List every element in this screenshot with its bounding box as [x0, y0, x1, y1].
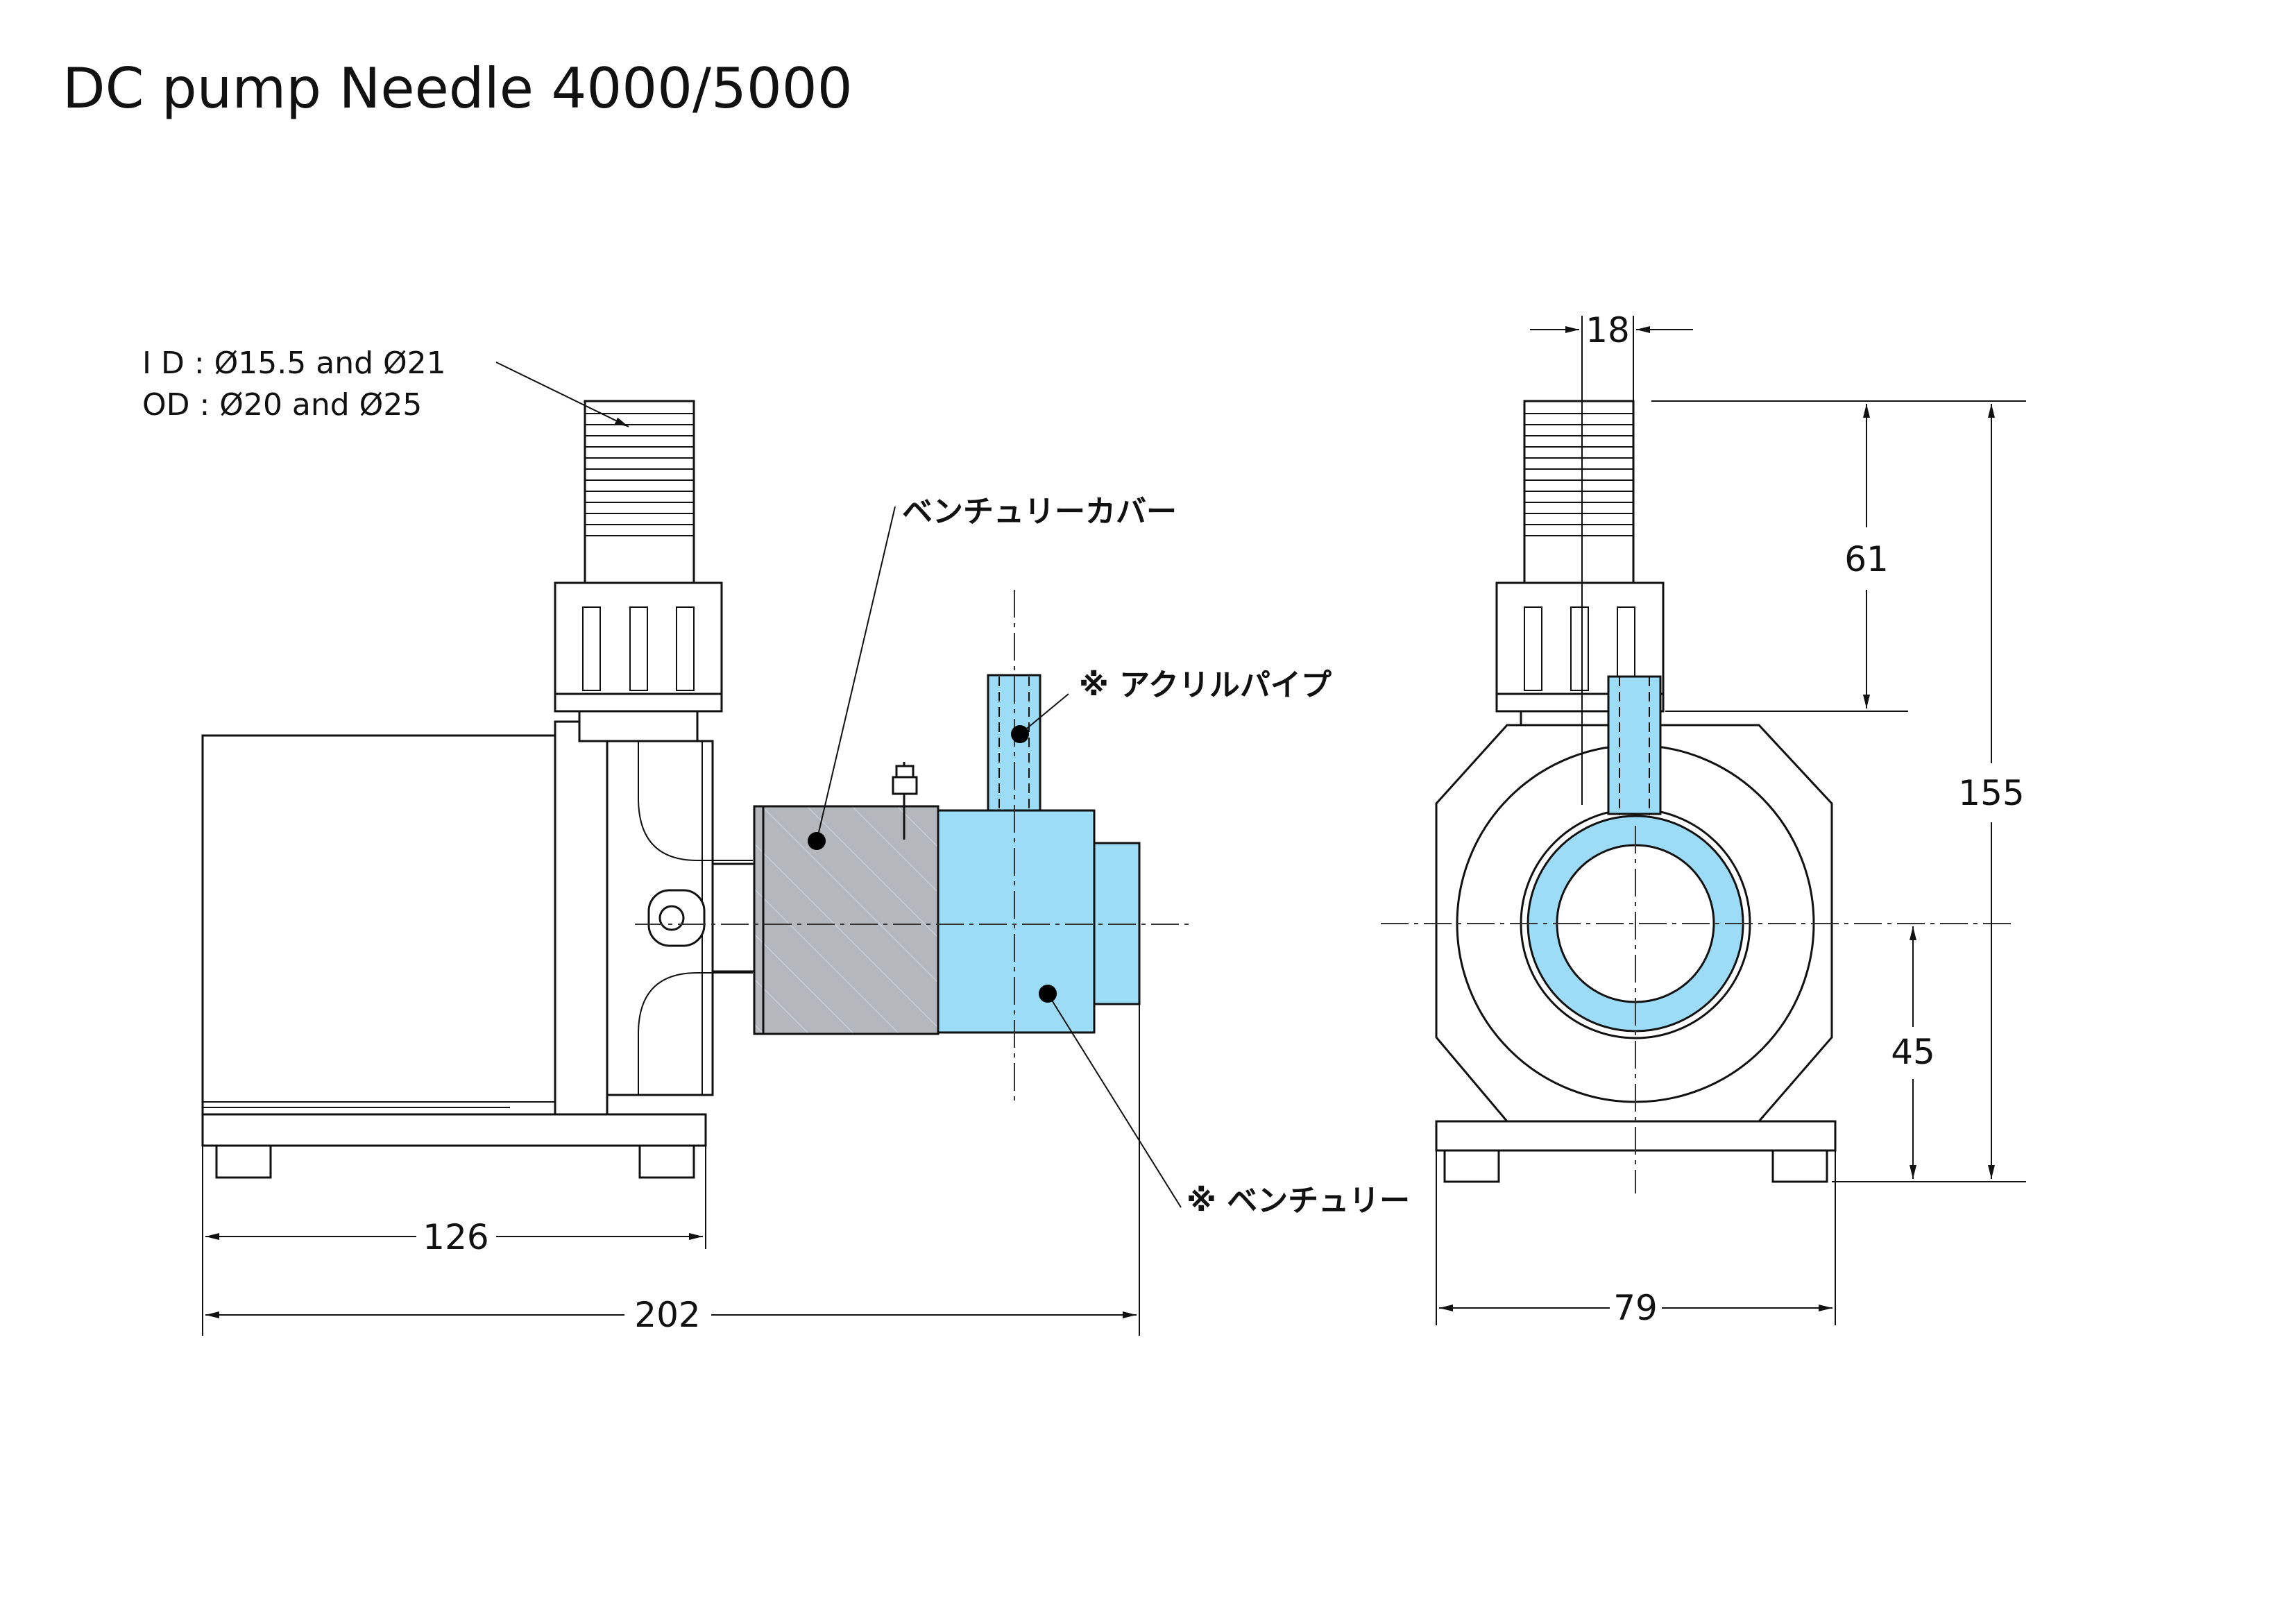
dim-61-label: 61: [1844, 539, 1889, 579]
outlet-collar: [578, 710, 699, 742]
side-foot-left: [215, 1144, 272, 1179]
cover-leader-dot: [808, 832, 826, 850]
front-housing: [1435, 724, 1833, 1123]
inlet-tube: [711, 863, 756, 973]
page-title: DC pump Needle 4000/5000: [62, 56, 853, 121]
label-venturi-cover: ベンチュリーカバー: [902, 494, 1177, 529]
venturi-leader-dot: [1039, 985, 1057, 1003]
venturi-bolt: [892, 762, 918, 840]
venturi-leader: [1047, 993, 1182, 1208]
side-foot-right: [638, 1144, 695, 1179]
front-foot-left: [1443, 1149, 1500, 1183]
front-venturi-ring: [1527, 815, 1744, 1033]
front-view: [1381, 316, 2026, 1325]
front-foot-right: [1771, 1149, 1828, 1183]
label-acrylic-pipe: ※ アクリルパイプ: [1079, 668, 1332, 703]
diameter-note-id: I D : Ø15.5 and Ø21: [142, 346, 446, 381]
pipe-leader-dot: [1011, 725, 1029, 743]
pipe-leader: [1019, 693, 1069, 735]
mount-lug: [647, 889, 706, 947]
side-base-plate: [201, 1113, 707, 1147]
diameter-leader: [495, 362, 629, 427]
front-acrylic-pipe: [1607, 675, 1662, 815]
diameter-note-od: OD : Ø20 and Ø25: [142, 387, 422, 423]
dim-18-label: 18: [1585, 310, 1630, 350]
dim-45-label: 45: [1891, 1032, 1935, 1072]
front-hose-barb-ribs: [1524, 413, 1633, 536]
mount-hole: [658, 905, 685, 931]
dim-202-label: 202: [634, 1295, 700, 1335]
outlet-nut: [554, 581, 723, 713]
label-venturi: ※ ベンチュリー: [1187, 1183, 1410, 1218]
flange-plate: [554, 720, 609, 1116]
dim-126-label: 126: [423, 1217, 488, 1257]
dim-155-label: 155: [1958, 773, 2024, 813]
dim-79-label: 79: [1613, 1288, 1658, 1328]
venturi-cover: [753, 805, 939, 1035]
hose-barb-ribs: [585, 413, 694, 536]
cover-leader: [816, 506, 896, 842]
venturi-body: [937, 809, 1096, 1034]
motor-housing: [201, 734, 556, 1116]
side-view: [201, 362, 1193, 1336]
